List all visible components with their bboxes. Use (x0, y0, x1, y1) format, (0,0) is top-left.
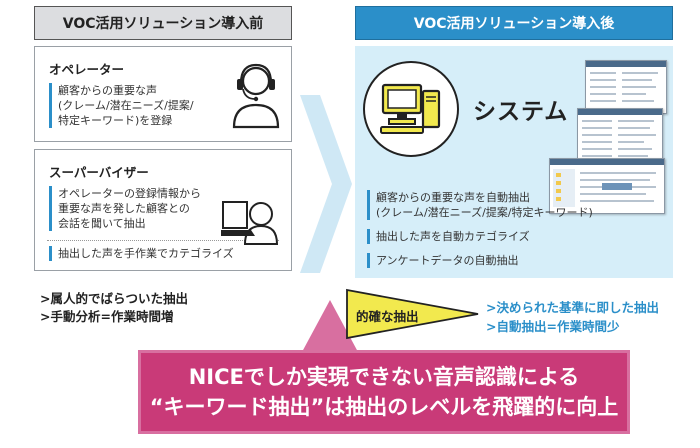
operator-line-2: (クレーム/潜在ニーズ/提案/ (58, 99, 194, 112)
after-item-2: 抽出した声を自動カテゴライズ (367, 229, 593, 244)
banner-line-2: “キーワード抽出”は抽出のレベルを飛躍的に向上 (149, 395, 619, 419)
operator-headset-icon (232, 63, 280, 129)
screenshot-thumbnail-2 (577, 108, 663, 166)
supervisor-line-2: 重要な声を発した顧客との (58, 202, 190, 215)
before-note-2: >手動分析=作業時間増 (40, 309, 174, 324)
system-title: システム (473, 99, 569, 125)
supervisor-extra: 抽出した声を手作業でカテゴライズ (49, 246, 234, 261)
operator-description: 顧客からの重要な声 (クレーム/潜在ニーズ/提案/ 特定キーワード)を登録 (49, 83, 194, 128)
after-results: >決められた基準に即した抽出 >自動抽出=作業時間少 (486, 298, 659, 336)
banner-pointer (302, 300, 358, 352)
after-item-3-line-1: アンケートデータの自動抽出 (376, 254, 519, 267)
after-result-1: >決められた基準に即した抽出 (486, 300, 659, 315)
supervisor-extra-text: 抽出した声を手作業でカテゴライズ (58, 247, 234, 260)
supervisor-line-1: オペレーターの登録情報から (58, 187, 201, 200)
screenshot-thumbnail-3 (549, 158, 665, 214)
before-notes: >属人的でばらついた抽出 >手動分析=作業時間増 (40, 290, 188, 326)
screenshot-thumbnail-1 (585, 60, 667, 114)
highlight-banner: NICEでしか実現できない音声認識による “キーワード抽出”は抽出のレベルを飛躍… (138, 350, 630, 434)
after-item-3: アンケートデータの自動抽出 (367, 253, 593, 268)
supervisor-laptop-icon (221, 201, 279, 245)
supervisor-title: スーパーバイザー (49, 165, 149, 180)
banner-line-1: NICEでしか実現できない音声認識による (188, 365, 580, 389)
operator-title: オペレーター (49, 62, 125, 77)
system-header: システム (363, 61, 611, 157)
after-header: VOC活用ソリューション導入後 (355, 6, 673, 40)
supervisor-description: オペレーターの登録情報から 重要な声を発した顧客との 会話を聞いて抽出 (49, 186, 201, 231)
transition-arrow (300, 95, 352, 273)
computer-icon (380, 83, 441, 134)
system-panel: システム (355, 46, 673, 278)
supervisor-divider (47, 240, 279, 241)
funnel-label: 的確な抽出 (356, 309, 419, 324)
operator-line-3: 特定キーワード)を登録 (58, 114, 173, 127)
after-item-1-line-2: (クレーム/潜在ニーズ/提案/特定キーワード) (376, 206, 593, 219)
after-items: 顧客からの重要な声を自動抽出 (クレーム/潜在ニーズ/提案/特定キーワード) 抽… (367, 190, 593, 277)
before-header: VOC活用ソリューション導入前 (34, 6, 292, 40)
after-item-2-line-1: 抽出した声を自動カテゴライズ (376, 230, 530, 243)
after-item-1-line-1: 顧客からの重要な声を自動抽出 (376, 191, 530, 204)
supervisor-card: スーパーバイザー オペレーターの登録情報から 重要な声を発した顧客との 会話を聞… (34, 149, 292, 271)
before-note-1: >属人的でばらついた抽出 (40, 291, 188, 306)
after-item-1: 顧客からの重要な声を自動抽出 (クレーム/潜在ニーズ/提案/特定キーワード) (367, 190, 593, 220)
operator-card: オペレーター 顧客からの重要な声 (クレーム/潜在ニーズ/提案/ 特定キーワード… (34, 46, 292, 142)
operator-line-1: 顧客からの重要な声 (58, 84, 157, 97)
supervisor-line-3: 会話を聞いて抽出 (58, 217, 146, 230)
computer-icon-circle (363, 61, 459, 157)
extraction-funnel (346, 288, 479, 340)
after-result-2: >自動抽出=作業時間少 (486, 319, 620, 334)
